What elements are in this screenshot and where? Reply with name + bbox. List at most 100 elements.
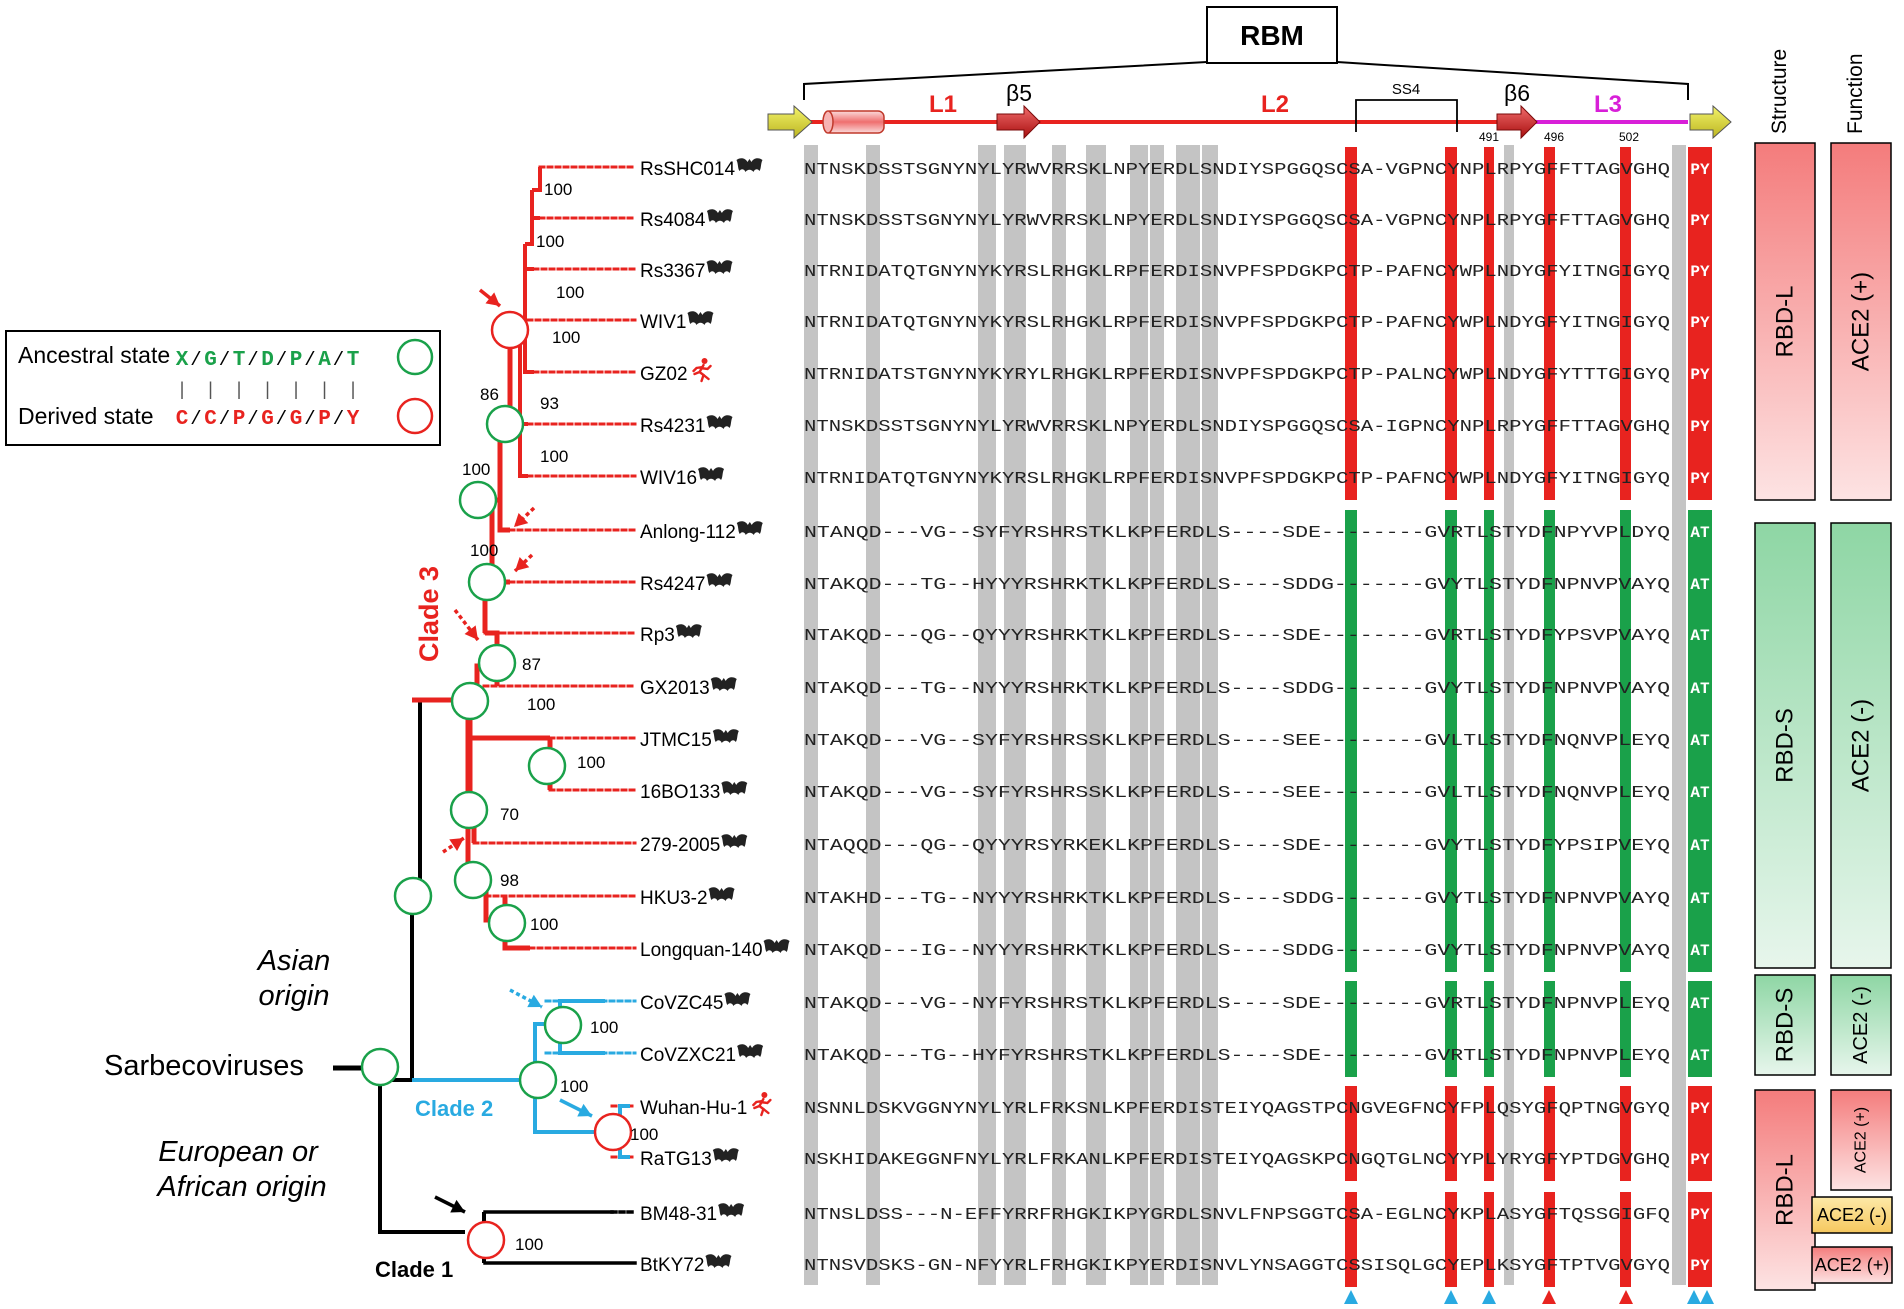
sequence-text: NTNSLDSS---N-EFFYRRFRHGKIKPYGRDLSNVLFNPS… bbox=[804, 1206, 1670, 1225]
derived-state-column bbox=[1544, 147, 1555, 500]
derived-state-column bbox=[1544, 1192, 1555, 1287]
function-box bbox=[1830, 1089, 1892, 1191]
derived-state-column bbox=[1688, 1192, 1712, 1287]
sequence-tail: PY bbox=[1690, 1100, 1710, 1118]
bat-icon bbox=[736, 158, 763, 172]
bootstrap-value: 98 bbox=[500, 871, 519, 890]
sequence-text: NTAQQD---QG--QYYYRSYRKEKLKPFERDLS----SDE… bbox=[804, 837, 1670, 856]
highlight-arrow bbox=[513, 553, 534, 573]
ancestral-residue: A bbox=[318, 349, 331, 372]
structure-box-label: RBD-L bbox=[1772, 1154, 1799, 1226]
function-box bbox=[1830, 974, 1892, 1076]
ancestral-state-node bbox=[477, 643, 517, 683]
tree-branch bbox=[532, 167, 542, 192]
bat-icon bbox=[763, 939, 790, 953]
bat-icon bbox=[706, 209, 733, 223]
arrow-head bbox=[485, 292, 500, 306]
sequence-text: NTAKQD---VG--SYFYRSHRSSKLKPFERDLS----SEE… bbox=[804, 732, 1670, 751]
structure-box bbox=[1754, 142, 1816, 501]
derived-residue: C bbox=[204, 408, 217, 431]
ancestral-state-column bbox=[1544, 981, 1555, 1077]
sequence-text: NSNNLDSKVGGNYNYLYRLFRKSNLKPFERDISTEIYQAG… bbox=[804, 1100, 1670, 1119]
bootstrap-value: 100 bbox=[630, 1125, 658, 1144]
euro-origin-line2: African origin bbox=[155, 1171, 326, 1203]
function-header: Function bbox=[1844, 53, 1867, 134]
legend: Ancestral state Derived state XC|//GC|//… bbox=[5, 330, 441, 446]
bat-icon bbox=[712, 1148, 739, 1162]
arrow-head bbox=[527, 994, 542, 1008]
taxon-name: Rs3367 bbox=[640, 261, 706, 282]
ancestral-residue: D bbox=[261, 349, 274, 372]
sequence-text: NTAKQD---IG--NYYYRSHRKTKLKPFERDLS----SDD… bbox=[804, 942, 1670, 961]
taxon-name: Rs4231 bbox=[640, 416, 706, 437]
site-marker bbox=[1700, 1290, 1714, 1304]
conserved-column bbox=[1176, 145, 1200, 1285]
sequence-tail: AT bbox=[1690, 680, 1710, 698]
function-box bbox=[1830, 142, 1892, 501]
sequence-tail: PY bbox=[1690, 212, 1710, 230]
bat-icon bbox=[721, 781, 748, 795]
sequence-text: NSKHIDAKEGGNFNYLYRLFRKANLKPFERDISTEIYQAG… bbox=[804, 1151, 1670, 1170]
conserved-column bbox=[1672, 145, 1686, 1285]
c-terminal-strand-arrow bbox=[1689, 104, 1732, 140]
legend-separator: / bbox=[276, 349, 287, 371]
structure-box bbox=[1754, 974, 1816, 1076]
taxon-name: Wuhan-Hu-1 bbox=[640, 1098, 747, 1119]
legend-separator: / bbox=[219, 349, 230, 371]
legend-frame bbox=[5, 330, 441, 446]
l3-label: L3 bbox=[1594, 91, 1622, 118]
sequence-text: NTAKQD---TG--HYFYRSHRSTKLKPFERDLS----SDE… bbox=[804, 1047, 1670, 1066]
ancestral-state-node bbox=[487, 903, 527, 943]
taxon-name: WIV1 bbox=[640, 312, 686, 333]
bootstrap-value: 87 bbox=[522, 655, 541, 674]
legend-bar: | bbox=[319, 381, 330, 401]
sequence-tail: AT bbox=[1690, 784, 1710, 802]
bat-icon bbox=[718, 1203, 745, 1217]
sequence-tail: AT bbox=[1690, 576, 1710, 594]
function-box-label: ACE2 (+) bbox=[1853, 1107, 1870, 1173]
structure-box-label: RBD-S bbox=[1772, 708, 1799, 783]
legend-separator: / bbox=[333, 408, 344, 430]
sequence-text: NTANQD---VG--SYFYRSHRSTKLKPFERDLS----SDE… bbox=[804, 524, 1670, 543]
ancestral-state-node bbox=[458, 480, 498, 520]
arrow-head bbox=[449, 838, 464, 852]
bat-icon bbox=[687, 311, 714, 325]
derived-state-marker bbox=[396, 397, 434, 435]
bat-icon bbox=[706, 415, 733, 429]
rbm-bracket-right bbox=[1336, 61, 1689, 100]
helix-cylinder-cap bbox=[822, 110, 834, 134]
alignment-text: NTNSKDSSTSGNYNYLYRWVRRSKLNPYERDLSNDIYSPG… bbox=[804, 161, 1710, 1276]
function-box-label: ACE2 (+) bbox=[1815, 1255, 1890, 1275]
taxon-name: RsSHC014 bbox=[640, 159, 735, 180]
ancestral-state-column bbox=[1345, 981, 1357, 1077]
function-box-label: ACE2 (-) bbox=[1848, 699, 1875, 792]
bootstrap-value: 100 bbox=[470, 541, 498, 560]
derived-state-column bbox=[1620, 1086, 1631, 1181]
conserved-column bbox=[1202, 145, 1218, 1285]
l2-label: L2 bbox=[1261, 91, 1289, 118]
clade3-label: Clade 3 bbox=[414, 566, 444, 662]
legend-separator: / bbox=[276, 408, 287, 430]
sequence-tail: AT bbox=[1690, 942, 1710, 960]
sequence-text: NTAKQD---VG--NYFYRSHRSTKLKPFERDLS----SDE… bbox=[804, 995, 1670, 1014]
derived-residue: G bbox=[290, 408, 303, 431]
conserved-column bbox=[978, 145, 996, 1285]
ancestral-state-column bbox=[1445, 981, 1457, 1077]
derived-residue: P bbox=[318, 408, 331, 431]
conserved-column bbox=[1086, 145, 1106, 1285]
alignment-background bbox=[804, 145, 1712, 1287]
sequence-text: NTRNIDATQTGNYNYKYRSLRHGKLRPFERDISNVPFSPD… bbox=[804, 263, 1670, 282]
taxon-name: Rp3 bbox=[640, 625, 675, 646]
derived-state-node bbox=[593, 1112, 633, 1152]
legend-separator: / bbox=[304, 349, 315, 371]
ancestral-state-column bbox=[1620, 510, 1631, 972]
conserved-column bbox=[1052, 145, 1066, 1285]
alignment-markers bbox=[1344, 1290, 1714, 1304]
derived-residue: Y bbox=[347, 408, 360, 431]
legend-bar: | bbox=[291, 381, 302, 401]
bat-icon bbox=[724, 992, 751, 1006]
sarbecoviruses-label: Sarbecoviruses bbox=[104, 1050, 304, 1082]
bootstrap-value: 100 bbox=[536, 232, 564, 251]
bootstrap-value: 100 bbox=[462, 460, 490, 479]
